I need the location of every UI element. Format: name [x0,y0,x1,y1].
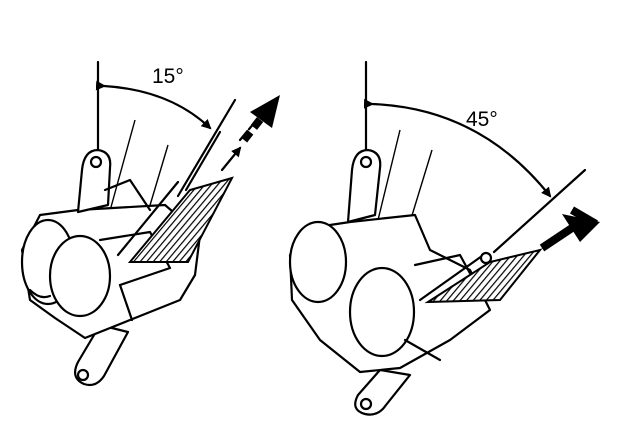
angle-label-right: 45° [466,108,498,131]
retractor-left-15deg: 15° [20,60,280,387]
belt-guide-right [418,254,484,302]
pull-arrow-right-dash [569,206,599,228]
mounting-hole-left [76,368,90,382]
guide-pin-right [479,251,493,265]
belt-guide-left [116,180,180,257]
housing-edge-left [118,283,134,322]
spool-cover-rear-right [288,220,348,304]
spool-notch-left [28,288,52,299]
belt-edge-line-left [176,98,237,198]
angle-arc-right [363,98,552,198]
pull-arrow-right-shaft [539,224,575,252]
upper-bracket-left [76,148,112,214]
spool-cover-front-right [348,266,416,358]
angle-label-left: 15° [152,65,184,88]
seat-belt-webbing-left [127,176,234,263]
upper-bracket-right [346,148,382,224]
bracket-hole-left [89,155,103,169]
mounting-tab-left [73,323,130,387]
seat-frame-line-right [377,129,401,221]
belt-edge-line-left-2 [184,130,222,192]
pull-arrow-left-shaft [240,109,270,143]
retractor-right-45deg: 45° [288,60,600,416]
pull-arrow-left-lower [220,146,242,172]
bracket-rib-left [103,178,152,212]
bracket-hole-right [359,155,373,169]
spool-cover-front-left [48,234,112,318]
seat-frame-line-right-2 [409,149,433,223]
seat-frame-line-left [107,119,136,219]
housing-edge-right [403,338,442,362]
belt-edge-line-right [492,168,587,254]
seat-belt-webbing-right [424,248,543,304]
mounting-hole-right [359,397,373,411]
seat-frame-line-left-2 [147,144,169,213]
angle-arc-left [95,80,212,130]
